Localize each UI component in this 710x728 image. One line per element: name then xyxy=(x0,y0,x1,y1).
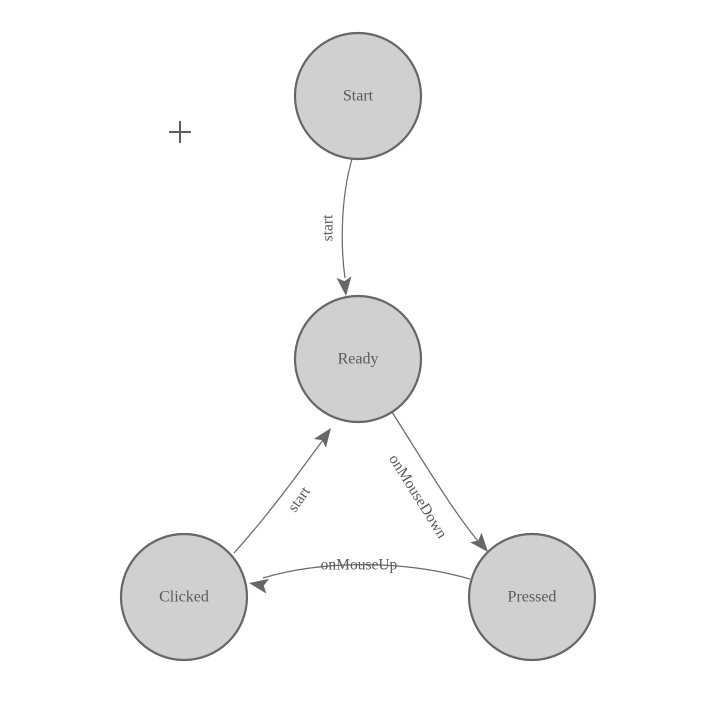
edge-line[interactable] xyxy=(391,411,479,542)
edge-label-start: start xyxy=(320,214,337,241)
arrowhead-icon xyxy=(470,532,488,552)
edge-label-start-2: start xyxy=(285,483,315,515)
edge-pressed-to-clicked[interactable]: onMouseUp xyxy=(248,557,471,594)
node-label-start: Start xyxy=(343,88,374,105)
node-label-pressed: Pressed xyxy=(508,589,557,606)
node-layer: Start Ready Clicked Pressed xyxy=(119,31,597,662)
edge-line[interactable] xyxy=(233,439,324,554)
node-clicked[interactable]: Clicked xyxy=(119,532,249,662)
edge-line[interactable] xyxy=(262,564,471,580)
node-circle[interactable] xyxy=(293,31,423,161)
plus-marker-icon[interactable] xyxy=(169,121,191,143)
node-circle[interactable] xyxy=(467,532,597,662)
edge-label-onmousedown: onMouseDown xyxy=(385,451,450,541)
edge-label-onmouseup: onMouseUp xyxy=(321,557,398,574)
node-label-clicked: Clicked xyxy=(159,589,209,606)
edge-start-to-ready[interactable]: start xyxy=(320,158,354,297)
arrowhead-icon xyxy=(249,578,270,594)
edge-clicked-to-ready[interactable]: start xyxy=(233,424,337,554)
node-label-ready: Ready xyxy=(338,351,379,368)
node-start[interactable]: Start xyxy=(293,31,423,161)
edge-ready-to-pressed[interactable]: onMouseDown xyxy=(385,411,493,557)
arrowhead-icon xyxy=(313,428,331,448)
node-pressed[interactable]: Pressed xyxy=(467,532,597,662)
arrowhead-icon xyxy=(336,276,352,296)
node-circle[interactable] xyxy=(119,532,249,662)
node-circle[interactable] xyxy=(293,294,423,424)
node-ready[interactable]: Ready xyxy=(293,294,423,424)
edge-line[interactable] xyxy=(341,158,353,279)
